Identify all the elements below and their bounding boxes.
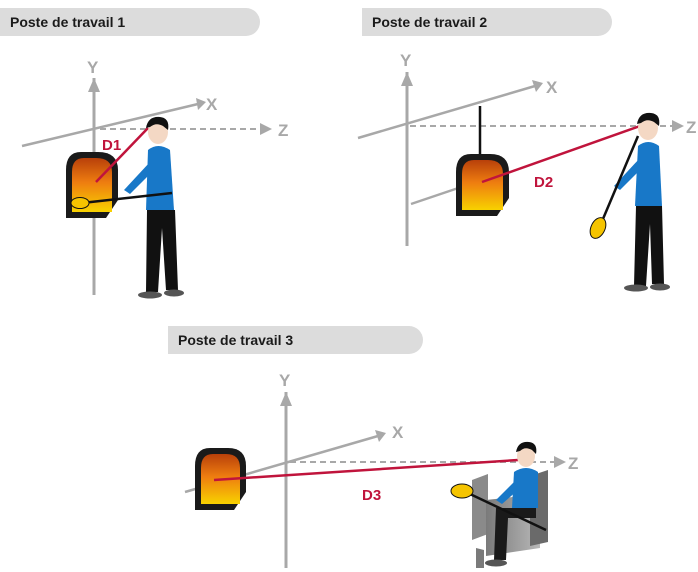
glassblowing-pipe-icon [450,483,547,532]
workstation-1-tab: Poste de travail 1 [0,8,260,36]
glassblowing-pipe-icon [589,135,640,239]
workstation-1-title: Poste de travail 1 [10,14,126,30]
x-axis-label-1: X [206,95,218,114]
furnace-icon [456,154,509,216]
workstation-3-title: Poste de travail 3 [178,332,294,348]
y-axis-label-1: Y [87,58,99,77]
distance-label-d3: D3 [362,487,381,504]
x-axis-1 [21,102,199,148]
z-axis-label-2: Z [686,118,696,137]
x-axis-label-2: X [546,78,558,97]
worker-seated-icon [472,441,548,568]
workstation-2-title: Poste de travail 2 [372,14,488,30]
distance-line-d1 [95,127,149,183]
y-axis-label-2: Y [400,51,412,70]
distance-line-d3 [213,458,519,482]
glassblowing-pipe-icon [70,191,173,209]
x-axis-label-3: X [392,423,404,442]
z-axis-label-1: Z [278,121,288,140]
furnace-icon [66,152,118,218]
z-axis-label-3: Z [568,454,578,473]
distance-line-d2 [481,124,641,184]
worker-standing-icon [614,112,670,292]
workstation-1-scene: Y X Z D1 [21,58,288,299]
x-axis-2 [357,84,536,140]
workstation-2-scene: Y X Z D2 [357,51,696,292]
workstation-3-tab: Poste de travail 3 [168,326,423,354]
y-axis-label-3: Y [279,371,291,390]
workstation-2-tab: Poste de travail 2 [362,8,612,36]
workstation-3-scene: Y X Z D3 [184,371,578,568]
distance-label-d2: D2 [534,174,553,191]
distance-label-d1: D1 [102,137,121,154]
